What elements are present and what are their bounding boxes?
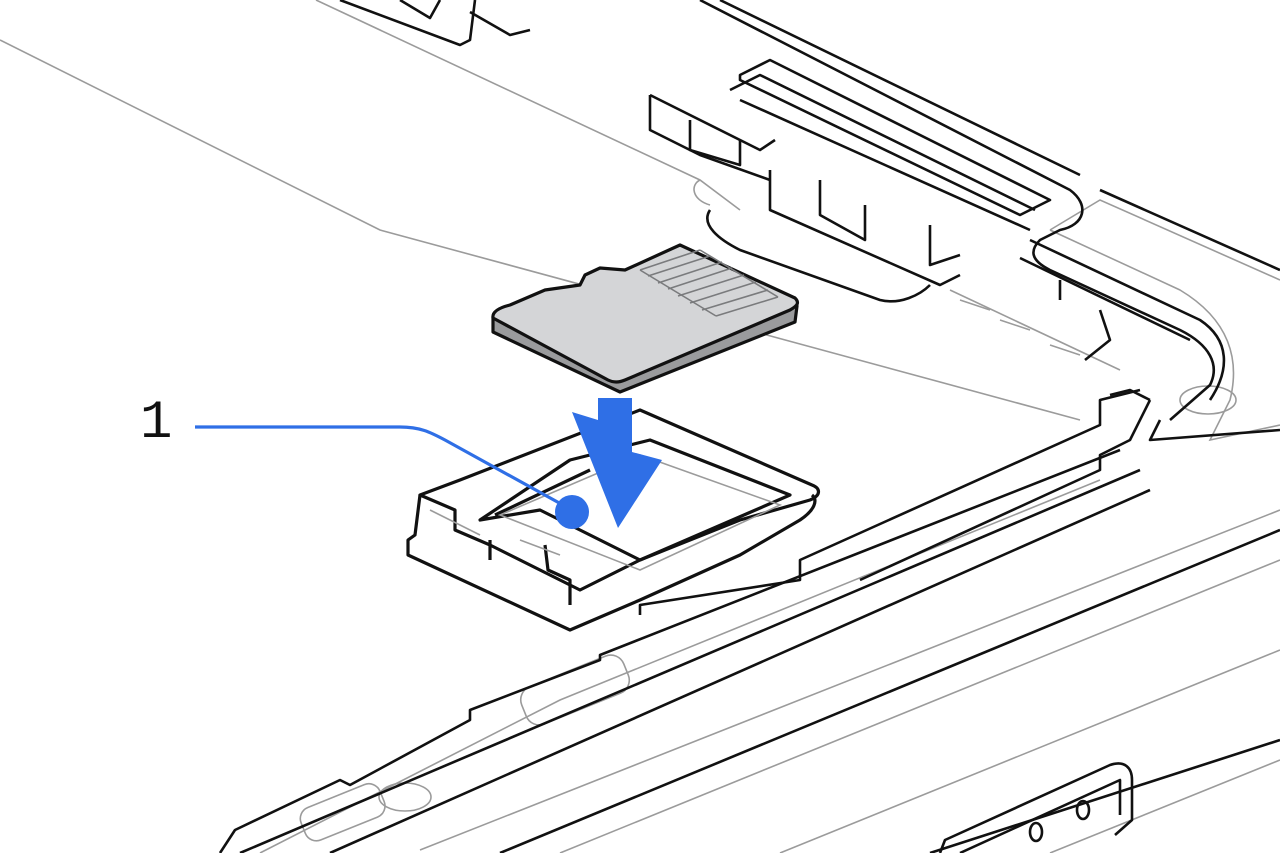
housing-dark-lines: [218, 0, 1280, 853]
callout-dot: [555, 495, 589, 529]
card-tray-inner: [429, 454, 783, 571]
microsd-card: [491, 243, 800, 394]
card-top: [491, 243, 800, 384]
insert-arrow: [572, 398, 662, 528]
callout-number-label: 1: [140, 393, 173, 454]
card-contacts: [639, 249, 779, 317]
callout-leader-line: [195, 425, 573, 512]
